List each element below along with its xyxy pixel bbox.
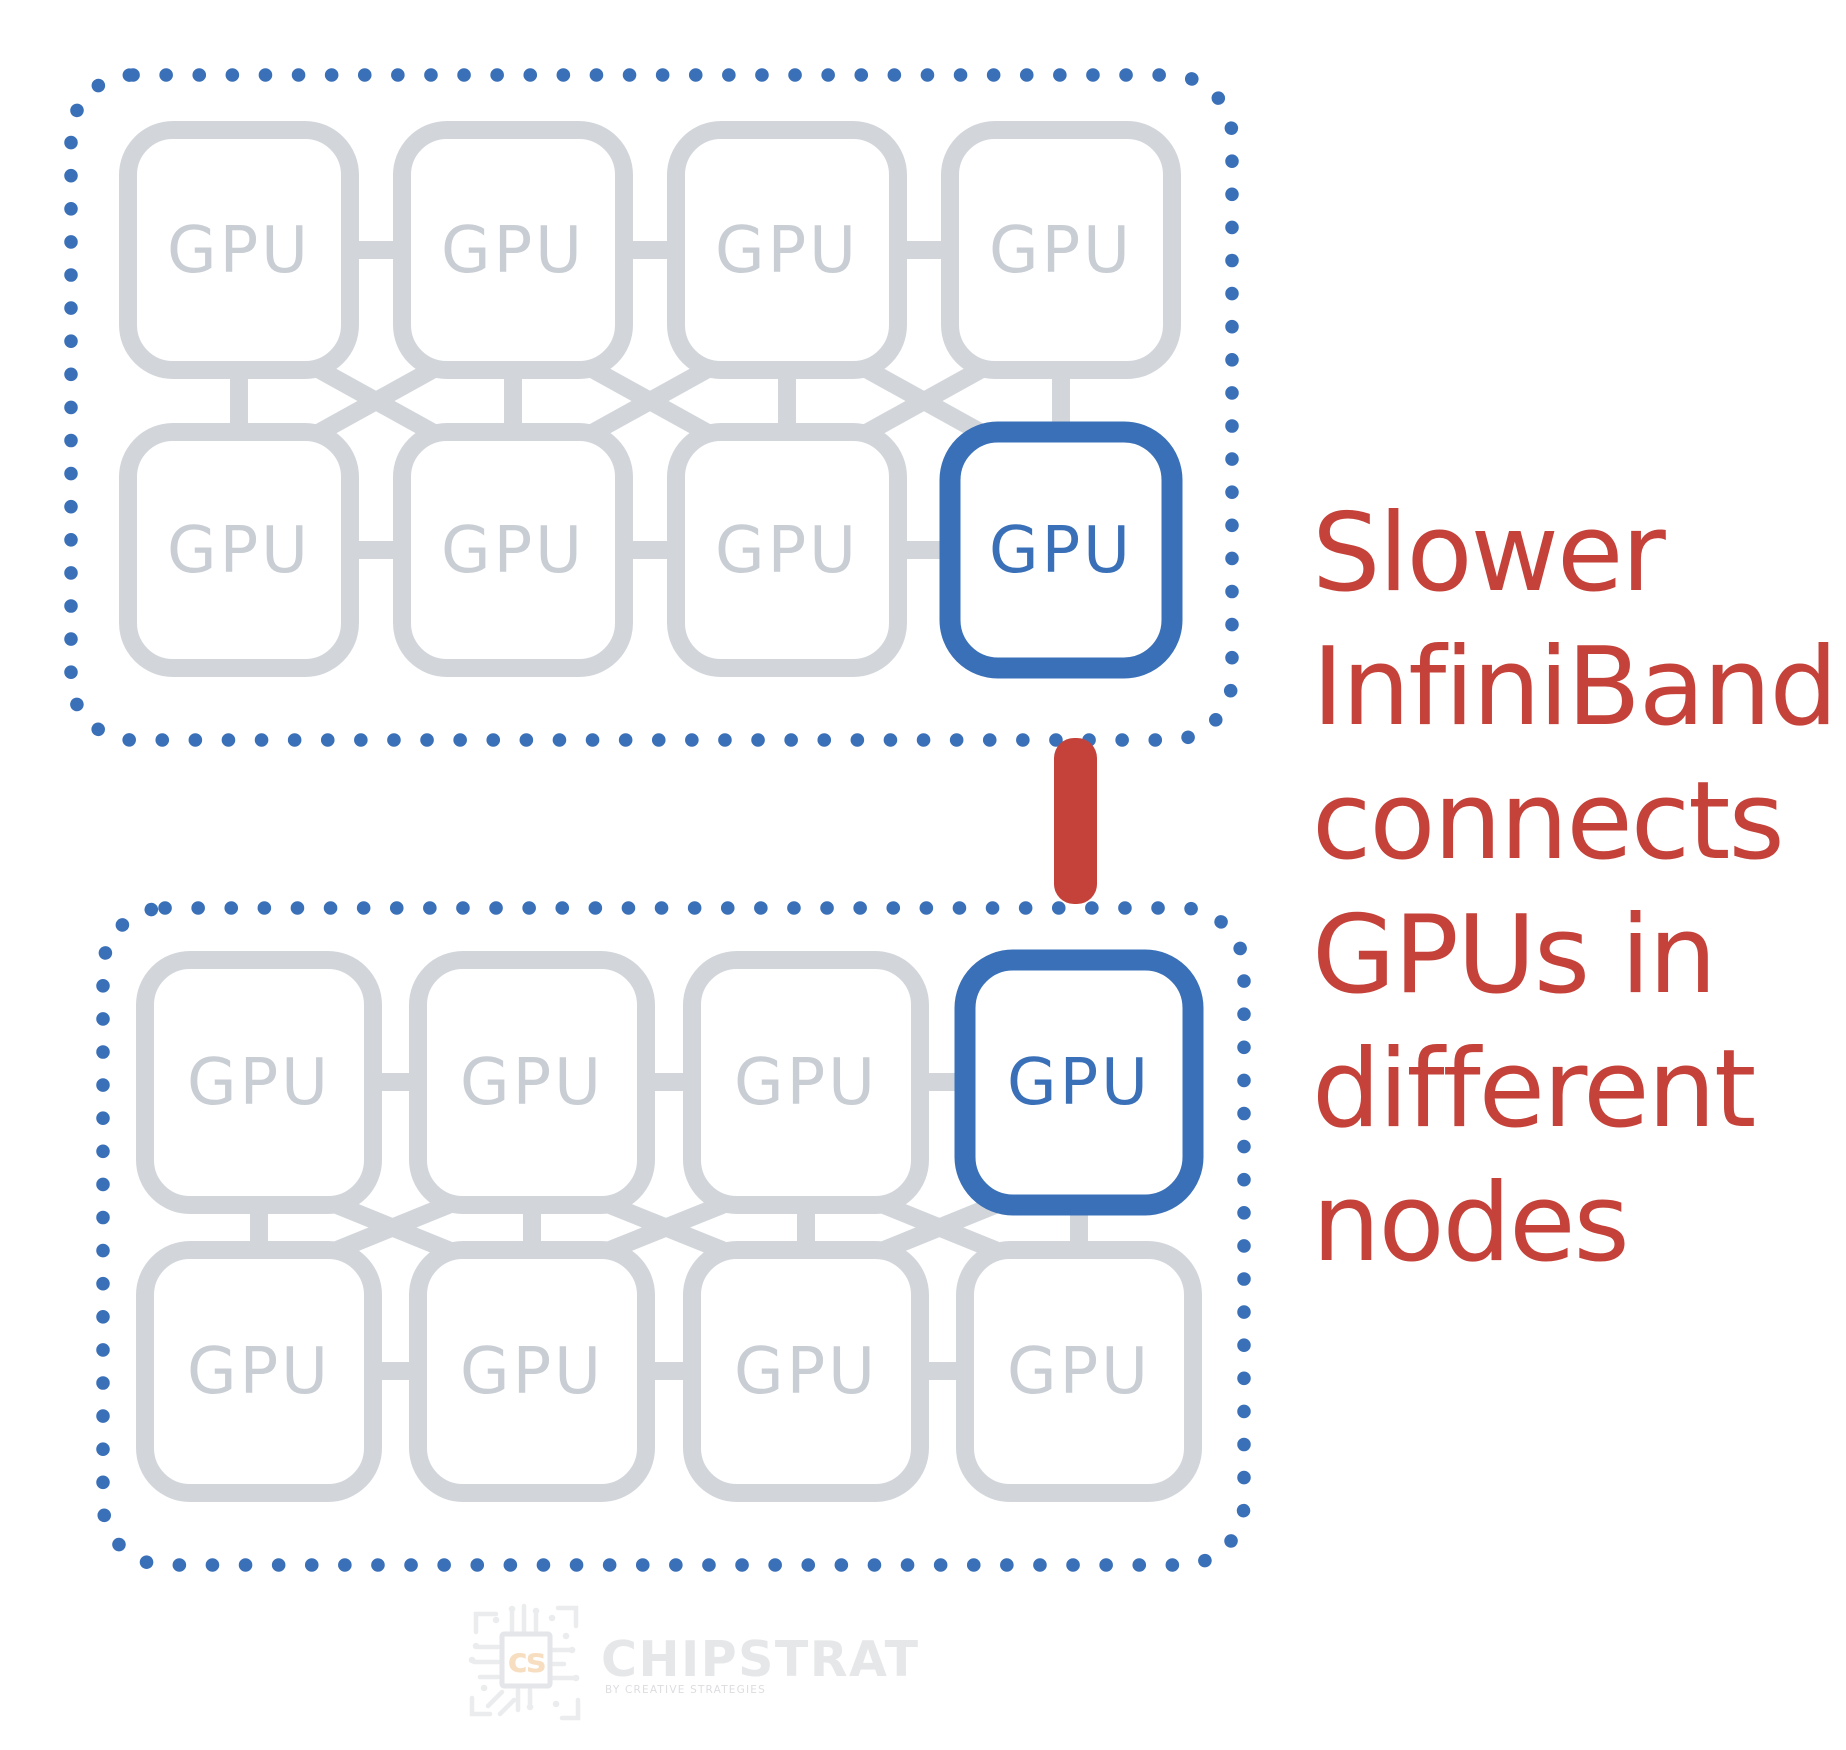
gpu-label: GPU: [460, 1335, 604, 1409]
gpu-label: GPU: [734, 1335, 878, 1409]
annotation-line: InfiniBand: [1312, 625, 1836, 750]
brand-name: CHIPSTRAT: [601, 1631, 920, 1688]
gpu-box: [119, 121, 359, 379]
top-node-interconnect-lines: [230, 241, 1070, 559]
gpu-label-highlighted: GPU: [1007, 1046, 1151, 1120]
gpu-label: GPU: [167, 214, 311, 288]
annotation-line: connects: [1312, 759, 1783, 884]
circuit-node-dots: [468, 1605, 580, 1711]
annotation-line: Slower: [1312, 491, 1666, 616]
gpu-box: [683, 1241, 929, 1502]
gpu-box: [956, 1241, 1202, 1502]
bottom-node-dashed-border: [96, 901, 1251, 1572]
gpu-label: GPU: [187, 1335, 331, 1409]
gpu-label: GPU: [989, 214, 1133, 288]
gpu-box-highlighted: [939, 421, 1183, 679]
gpu-box: [136, 951, 382, 1214]
gpu-box-highlighted: [954, 949, 1204, 1216]
gpu-label: GPU: [441, 514, 585, 588]
gpu-box: [409, 1241, 655, 1502]
bottom-node-interconnect-lines: [250, 1073, 1088, 1380]
gpu-box: [667, 423, 907, 677]
top-node-dashed-border: [64, 68, 1239, 747]
gpu-label: GPU: [187, 1046, 331, 1120]
gpu-label: GPU: [460, 1046, 604, 1120]
chip-core-square: [499, 1631, 553, 1689]
gpu-label: GPU: [167, 514, 311, 588]
gpu-box: [941, 121, 1181, 379]
chipstrat-watermark: cs CHIPSTRAT BY CREATIVE STRATEGIES: [468, 1603, 920, 1721]
annotation: Slower InfiniBand connects GPUs in diffe…: [1312, 491, 1838, 1286]
bottom-node: GPU GPU GPU GPU GPU GPU GPU GPU: [96, 901, 1251, 1572]
gpu-label: GPU: [715, 214, 859, 288]
gpu-box: [393, 121, 633, 379]
gpu-box: [136, 1241, 382, 1502]
gpu-label: GPU: [1007, 1335, 1151, 1409]
gpu-label-highlighted: GPU: [989, 514, 1133, 588]
brand-tagline: BY CREATIVE STRATEGIES: [605, 1684, 766, 1696]
gpu-box: [667, 121, 907, 379]
top-node: GPU GPU GPU GPU GPU GPU GPU GPU: [64, 68, 1239, 747]
annotation-line: different: [1312, 1027, 1754, 1152]
gpu-label: GPU: [715, 514, 859, 588]
gpu-label: GPU: [441, 214, 585, 288]
gpu-label: GPU: [734, 1046, 878, 1120]
annotation-line: GPUs in: [1312, 893, 1715, 1018]
gpu-box: [393, 423, 633, 677]
gpu-box: [409, 951, 655, 1214]
chip-circuit-icon: cs: [468, 1603, 581, 1721]
gpu-box: [119, 423, 359, 677]
gpu-box: [683, 951, 929, 1214]
chip-monogram: cs: [508, 1641, 545, 1681]
annotation-line: nodes: [1312, 1161, 1628, 1286]
infiniband-link-bar: [1054, 738, 1097, 904]
circuit-traces: [469, 1603, 581, 1721]
